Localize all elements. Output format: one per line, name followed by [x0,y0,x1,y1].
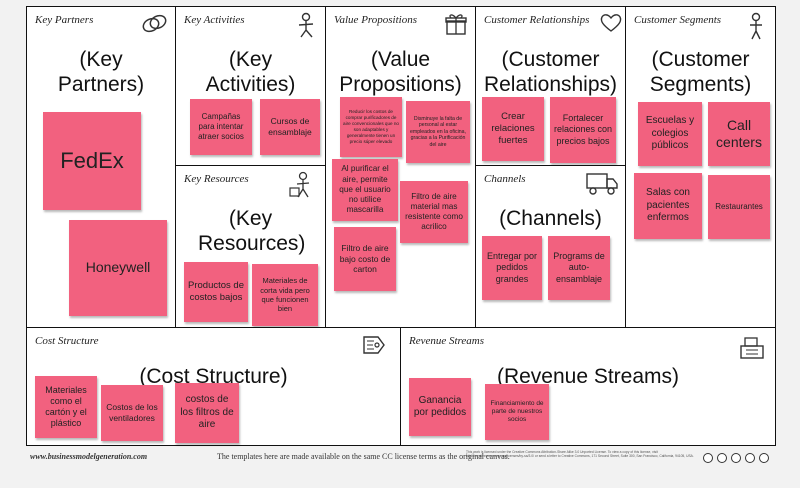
customer-segments-section: Customer Segments (Customer Segments) Es… [625,6,776,328]
sticky-note-filtro-acrilico[interactable]: Filtro de aire material mas resistente c… [400,181,468,243]
value-propositions-label: Value Propositions [334,14,418,26]
sticky-note-materiales-corta[interactable]: Materiales de corta vida pero que funcio… [252,264,318,326]
sticky-note-escuelas[interactable]: Escuelas y colegios públicos [638,102,702,166]
customer-relationships-label: Customer Relationships [484,14,590,26]
heart-icon [600,14,622,32]
customer-relationships-heading: (Customer Relationships) [483,48,618,96]
sticky-note-costos-ventiladores[interactable]: Costos de los ventiladores [101,385,163,441]
key-resources-heading: (Key Resources) [198,207,306,255]
creative-commons-icon [717,453,727,463]
cost-structure-section: Cost Structure (Cost Structure) Material… [26,327,401,446]
creative-commons-icon [759,453,769,463]
key-partners-section: Key Partners (Key Partners) FedEx Honeyw… [26,6,176,328]
channels-section: Channels (Channels) Entregar por pedidos… [475,165,626,328]
gift-icon [445,14,467,35]
creative-commons-icon [745,453,755,463]
key-activities-heading: (Key Activities) [205,48,296,96]
customer-segments-heading: (Customer Segments) [649,48,752,96]
channels-label: Channels [484,173,526,185]
sticky-note-reducir-costos[interactable]: Reducir los costos de comprar purificado… [340,97,402,157]
key-partners-heading: (Key Partners) [57,48,145,96]
footer-license-note: The templates here are made available on… [217,452,510,461]
key-activities-label: Key Activities [184,14,245,26]
sticky-note-restaurantes[interactable]: Restaurantes [708,175,770,239]
sticky-note-programs-ensamblaje[interactable]: Programs de auto-ensamblaje [548,236,610,300]
sticky-note-crear-relaciones[interactable]: Crear relaciones fuertes [482,97,544,161]
cost-structure-label: Cost Structure [35,335,99,347]
cash-register-icon [740,337,764,359]
sticky-note-filtro-carton[interactable]: Filtro de aire bajo costo de carton [334,227,396,291]
value-propositions-section: Value Propositions (Value Propositions) … [325,6,476,328]
creative-commons-icon [703,453,713,463]
sticky-note-campanas[interactable]: Campañas para intentar atraer socios [190,99,252,155]
revenue-streams-heading: (Revenue Streams) [496,365,680,388]
link-icon [142,14,167,33]
value-propositions-heading: (Value Propositions) [339,48,462,96]
sticky-note-fortalecer-relaciones[interactable]: Fortalecer relaciones con precios bajos [550,97,616,163]
sticky-note-cursos[interactable]: Cursos de ensamblaje [260,99,320,155]
delivery-truck-icon [586,173,618,195]
footer-fine-print: This work is licensed under the Creative… [466,450,694,459]
sticky-note-disminuye-falta[interactable]: Disminuye la falta de personal al estar … [406,101,470,163]
sticky-note-productos[interactable]: Productos de costos bajos [184,262,248,322]
sticky-note-costos-filtros[interactable]: costos de los filtros de aire [175,383,239,443]
person-group-icon [289,171,310,198]
person-icon [298,12,314,38]
person-icon [750,12,762,40]
sticky-note-salas-pacientes[interactable]: Salas con pacientes enfermos [634,173,702,239]
sticky-note-call-centers[interactable]: Call centers [708,102,770,166]
customer-segments-label: Customer Segments [634,14,722,26]
revenue-streams-section: Revenue Streams (Revenue Streams) Gananc… [400,327,776,446]
customer-relationships-section: Customer Relationships (Customer Relatio… [475,6,626,166]
footer-website[interactable]: www.businessmodelgeneration.com [30,452,148,461]
cost-structure-heading: (Cost Structure) [139,365,288,388]
sticky-note-materiales-carton[interactable]: Materiales como el cartón y el plástico [35,376,97,438]
price-tag-icon [363,336,385,354]
channels-heading: (Channels) [499,207,602,230]
sticky-note-financiamiento-socios[interactable]: Financiamiento de parte de nuestros soci… [485,384,549,440]
revenue-streams-label: Revenue Streams [409,335,485,347]
creative-commons-icon [731,453,741,463]
key-resources-label: Key Resources [184,173,249,185]
sticky-note-ganancia-pedidos[interactable]: Ganancia por pedidos [409,378,471,436]
key-partners-label: Key Partners [35,14,94,26]
sticky-note-entregar-pedidos[interactable]: Entregar por pedidos grandes [482,236,542,300]
sticky-note-honeywell[interactable]: Honeywell [69,220,167,316]
key-activities-section: Key Activities (Key Activities) Campañas… [175,6,326,166]
key-resources-section: Key Resources (Key Resources) Productos … [175,165,326,328]
sticky-note-fedex[interactable]: FedEx [43,112,141,210]
sticky-note-purificar-aire[interactable]: Al purificar el aire, permite que el usu… [332,159,398,221]
